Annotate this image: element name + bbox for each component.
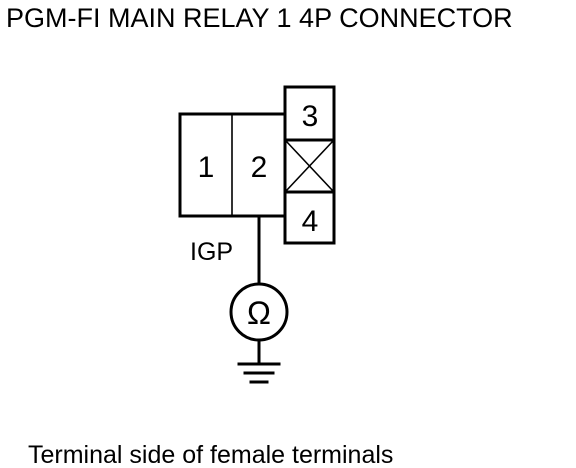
terminal-2-label: 2 [251,151,268,184]
diagram-caption: Terminal side of female terminals [28,441,393,468]
ohmmeter-icon: Ω [229,282,289,342]
signal-label: IGP [190,238,233,266]
connector-housing [178,85,336,245]
terminal-4-label: 4 [302,205,319,238]
ground-icon [237,362,281,384]
ohm-symbol: Ω [247,295,271,331]
terminal-3-label: 3 [302,100,319,133]
terminal-1-label: 1 [198,151,215,184]
side-body-outline [283,85,336,245]
diagram-title: PGM-FI MAIN RELAY 1 4P CONNECTOR [6,3,513,33]
blank-cavity-x-icon [285,140,334,192]
